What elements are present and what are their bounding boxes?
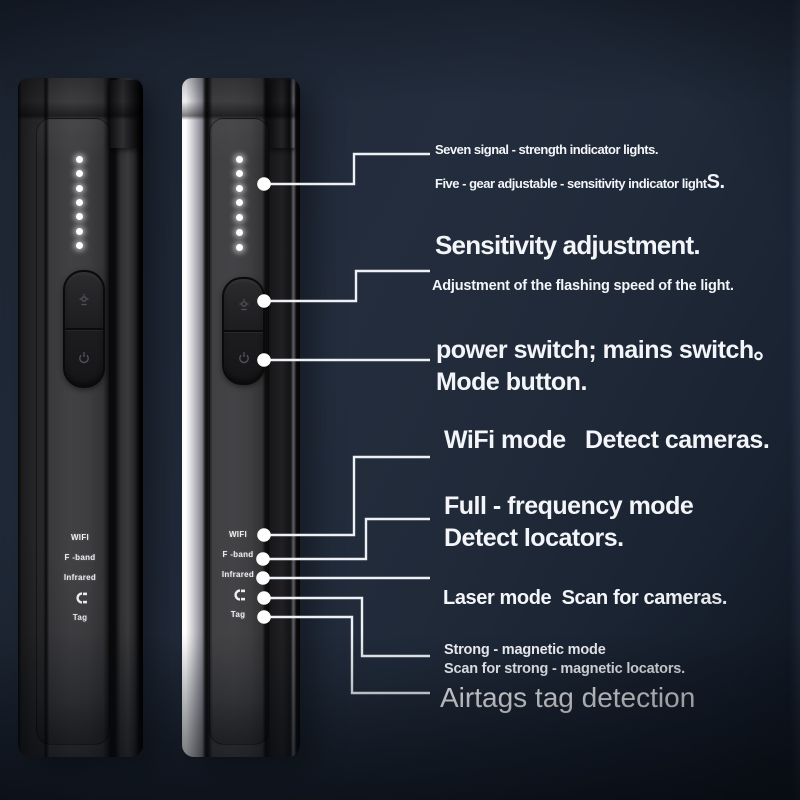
flash-adjust-icon [239, 298, 248, 310]
device-cap [18, 78, 143, 120]
detector-device-silver: WIFI F -band Infrared Tag [182, 78, 300, 757]
callout-sensitivity-subtitle: Adjustment of the flashing speed of the … [432, 278, 734, 294]
callout-leds-line2-suffix: S. [706, 171, 725, 193]
device-label-fband: F -band [222, 550, 254, 559]
led-indicator [76, 156, 83, 163]
magnet-icon [44, 588, 116, 608]
led-indicator [76, 199, 83, 206]
led-indicator [76, 213, 83, 220]
led-indicator [76, 185, 83, 192]
callout-sensitivity-title: Sensitivity adjustment. [435, 230, 701, 260]
mode-label-column: WIFI F -band Infrared Tag [202, 525, 274, 625]
callout-power-title: power switch; mains switch。 Mode button. [436, 336, 779, 396]
device-label-wifi: WIFI [228, 530, 248, 539]
led-indicator [236, 199, 243, 206]
device-label-fband: F -band [64, 553, 96, 562]
led-indicator [236, 244, 243, 251]
device-face-panel [209, 118, 269, 745]
device-label-wifi: WIFI [70, 533, 90, 542]
callout-full-frequency-title: Full - frequency mode Detect locators. [444, 492, 694, 552]
callout-airtags-title: Airtags tag detection [440, 682, 696, 713]
callout-leds-line2: Five - gear adjustable - sensitivity ind… [435, 171, 725, 194]
power-symbol-icon [79, 352, 89, 364]
led-indicator [236, 156, 243, 163]
device-label-tag: Tag [230, 610, 246, 619]
device-button-pill [222, 277, 265, 385]
callout-magnetic-title: Strong - magnetic mode Scan for strong -… [444, 642, 685, 678]
power-symbol-icon [238, 351, 249, 363]
callout-leds-line2-text: Five - gear adjustable - sensitivity ind… [435, 176, 707, 191]
device-label-infrared: Infrared [63, 573, 97, 582]
led-indicator [236, 229, 243, 236]
device-label-tag: Tag [72, 613, 88, 622]
power-button [224, 332, 263, 383]
magnet-icon [202, 585, 274, 605]
power-button [65, 330, 103, 386]
callout-leds-line1: Seven signal - strength indicator lights… [435, 142, 658, 157]
led-indicator [76, 170, 83, 177]
device-cap [182, 78, 300, 120]
device-label-infrared: Infrared [221, 570, 255, 579]
mode-label-column: WIFI F -band Infrared Tag [44, 528, 116, 628]
sensitivity-button [224, 279, 263, 330]
device-button-pill [63, 270, 105, 388]
flash-adjust-icon [79, 294, 89, 306]
led-indicator [236, 185, 243, 192]
callout-wifi-title: WiFi mode Detect cameras. [444, 426, 770, 454]
led-indicator [76, 242, 83, 249]
callout-laser-title: Laser mode Scan for cameras. [443, 587, 728, 609]
led-indicator [236, 214, 243, 221]
detector-device-black: WIFI F -band Infrared Tag [18, 78, 143, 757]
device-face-panel [36, 118, 110, 745]
led-indicator [236, 170, 243, 177]
background-edge-highlight [790, 0, 800, 800]
led-indicator [76, 228, 83, 235]
sensitivity-button [65, 272, 103, 328]
